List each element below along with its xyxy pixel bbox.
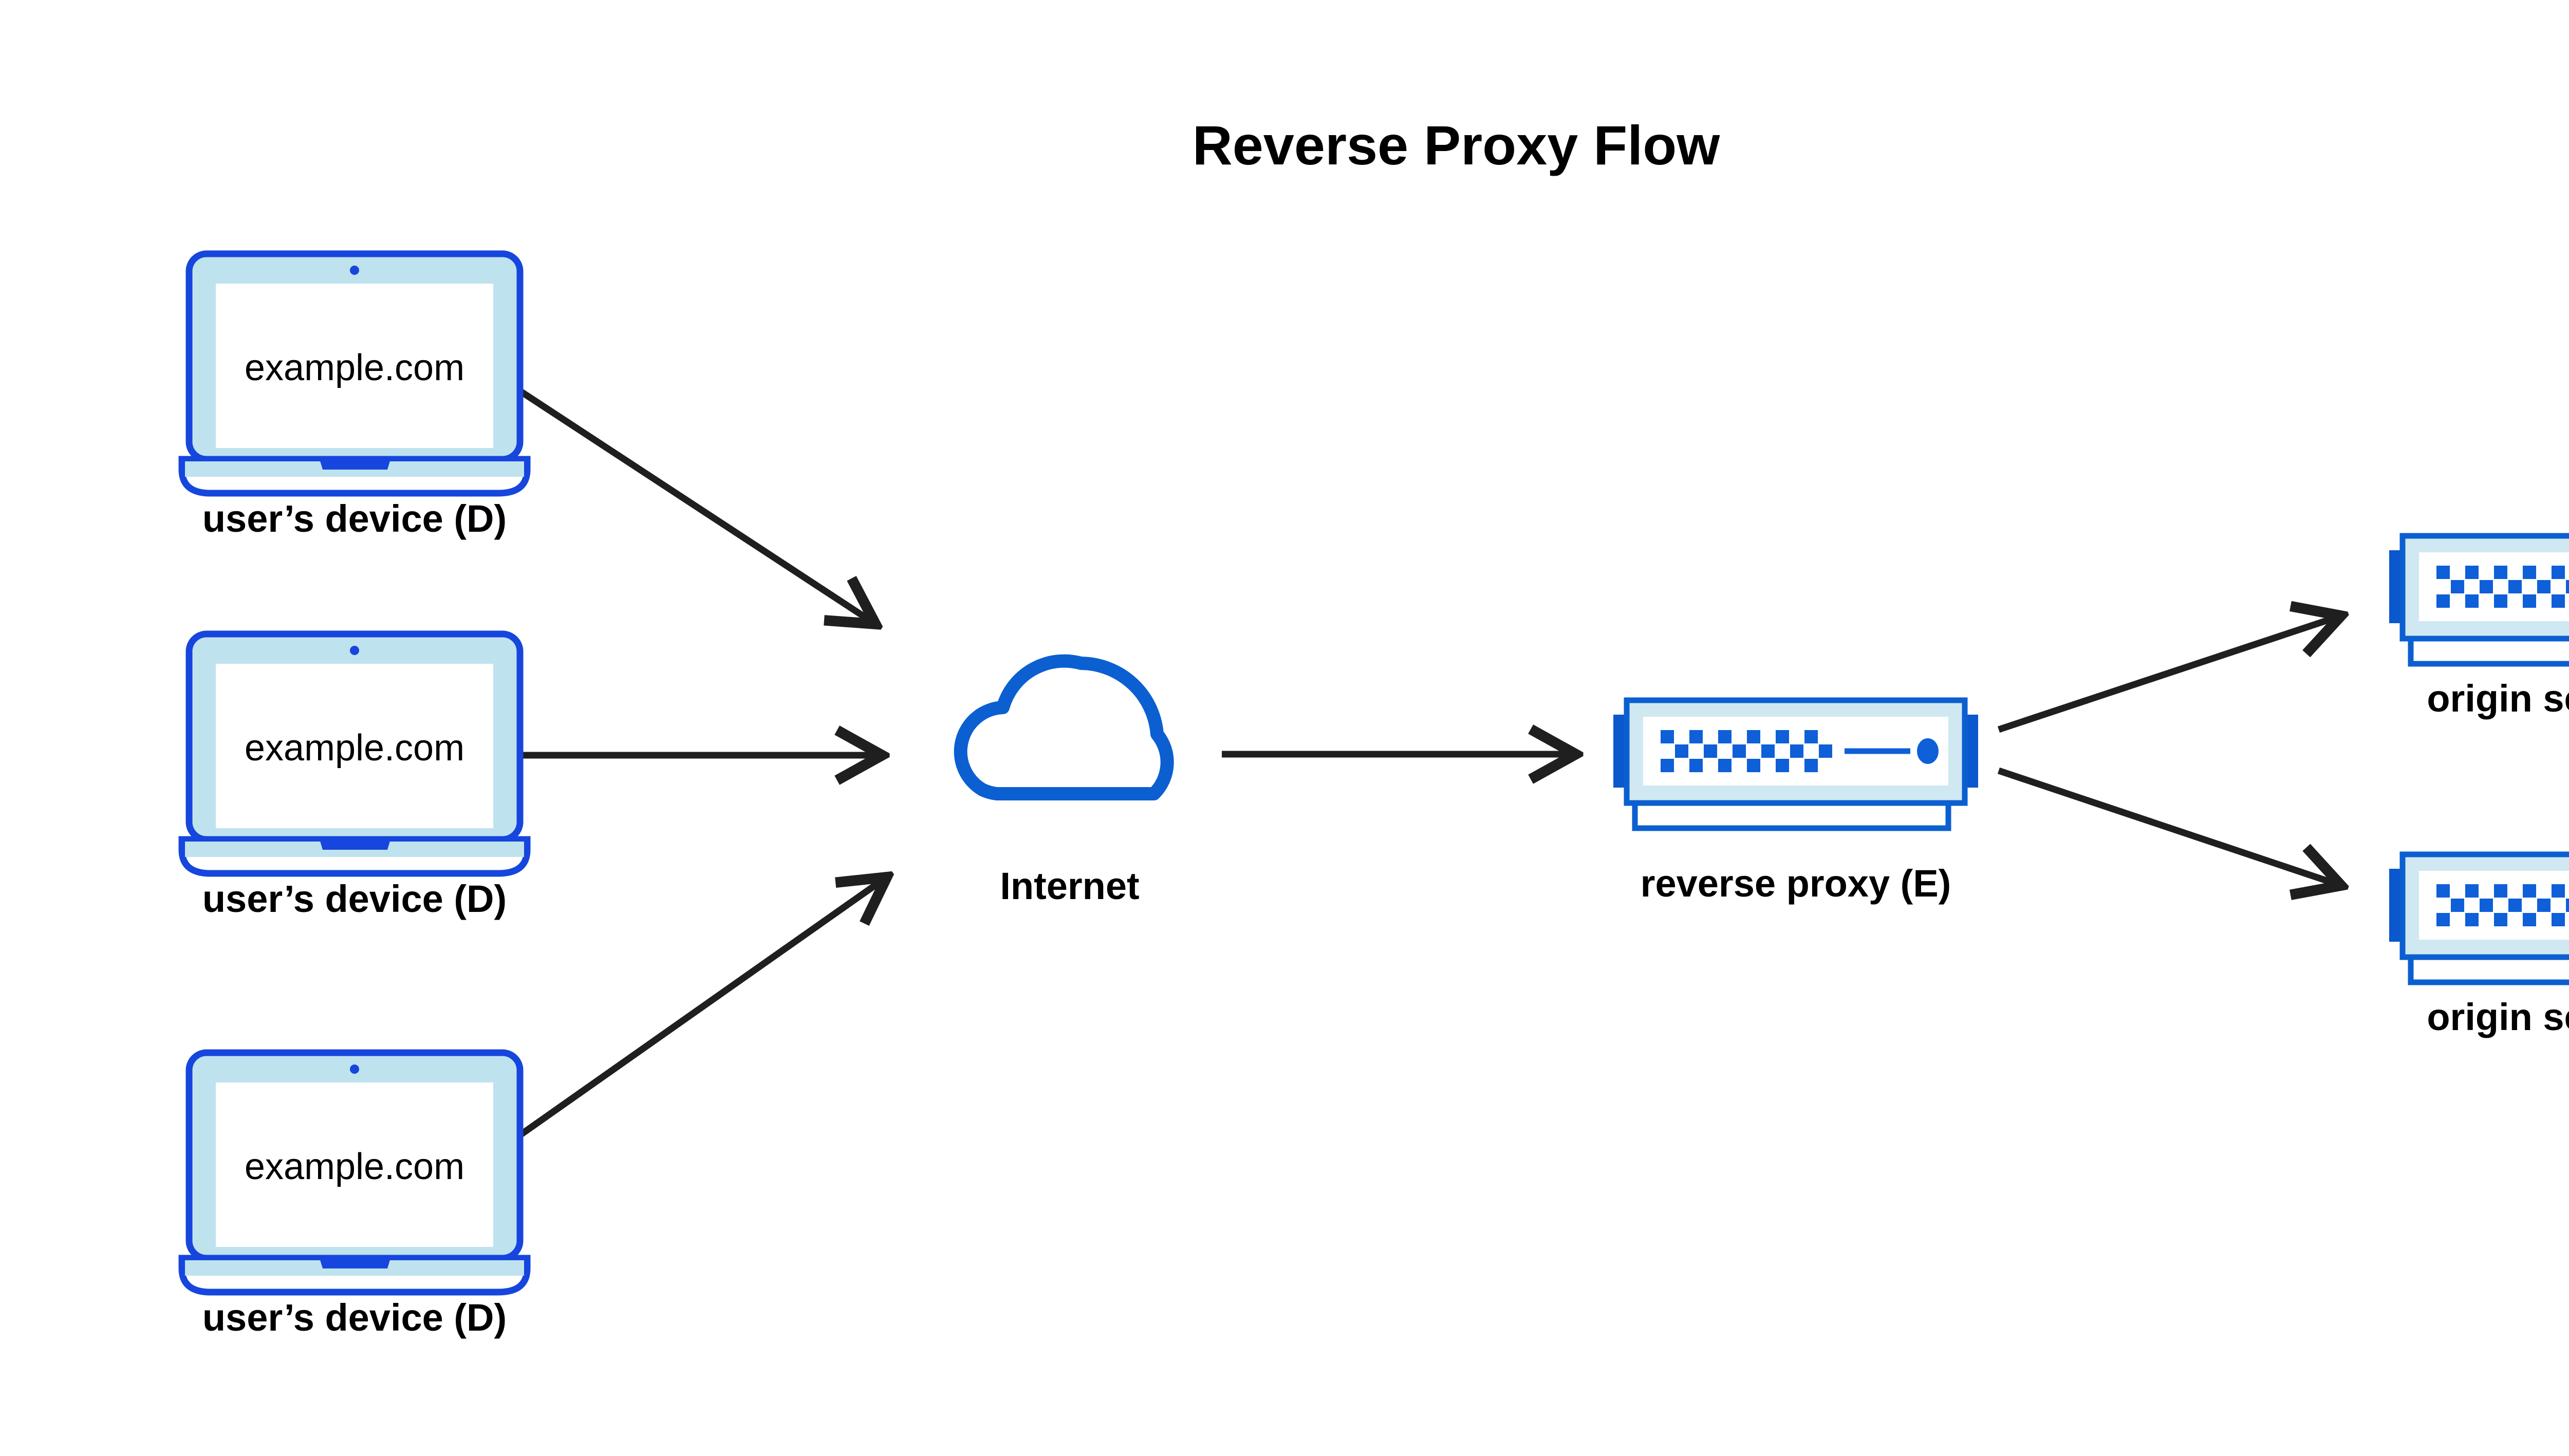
node-internet[interactable]: Internet xyxy=(961,661,1167,907)
edge-device-bottom-to-internet xyxy=(501,879,885,1150)
edge-proxy-to-origin-bottom xyxy=(1997,767,2339,885)
edge-layer xyxy=(501,377,2339,1150)
edge-proxy-to-origin-top xyxy=(1997,617,2339,733)
node-reverse-proxy[interactable]: reverse proxy (E) xyxy=(1613,700,1978,905)
server-icon xyxy=(2389,536,2569,664)
cloud-icon xyxy=(961,661,1167,794)
internet-label: Internet xyxy=(1000,865,1139,907)
node-device-top[interactable]: example.com user’s device (D) xyxy=(182,254,527,540)
reverse-proxy-label: reverse proxy (E) xyxy=(1641,862,1951,905)
node-origin-bottom[interactable]: origin server (F) xyxy=(2389,854,2569,1038)
node-origin-top[interactable]: origin server (F) xyxy=(2389,536,2569,720)
device-screen-text: example.com xyxy=(245,347,464,388)
device-screen-text: example.com xyxy=(245,1146,464,1187)
origin-server-label: origin server (F) xyxy=(2427,996,2569,1038)
server-icon xyxy=(1613,700,1978,828)
node-device-bottom[interactable]: example.com user’s device (D) xyxy=(182,1053,527,1339)
device-label: user’s device (D) xyxy=(202,497,507,540)
device-screen-text: example.com xyxy=(245,727,464,769)
server-icon xyxy=(2389,854,2569,982)
device-label: user’s device (D) xyxy=(202,1296,507,1339)
edge-device-top-to-internet xyxy=(501,377,873,623)
node-device-middle[interactable]: example.com user’s device (D) xyxy=(182,634,527,920)
origin-server-label: origin server (F) xyxy=(2427,677,2569,720)
device-label: user’s device (D) xyxy=(202,878,507,920)
page-title: Reverse Proxy Flow xyxy=(1193,114,1720,176)
